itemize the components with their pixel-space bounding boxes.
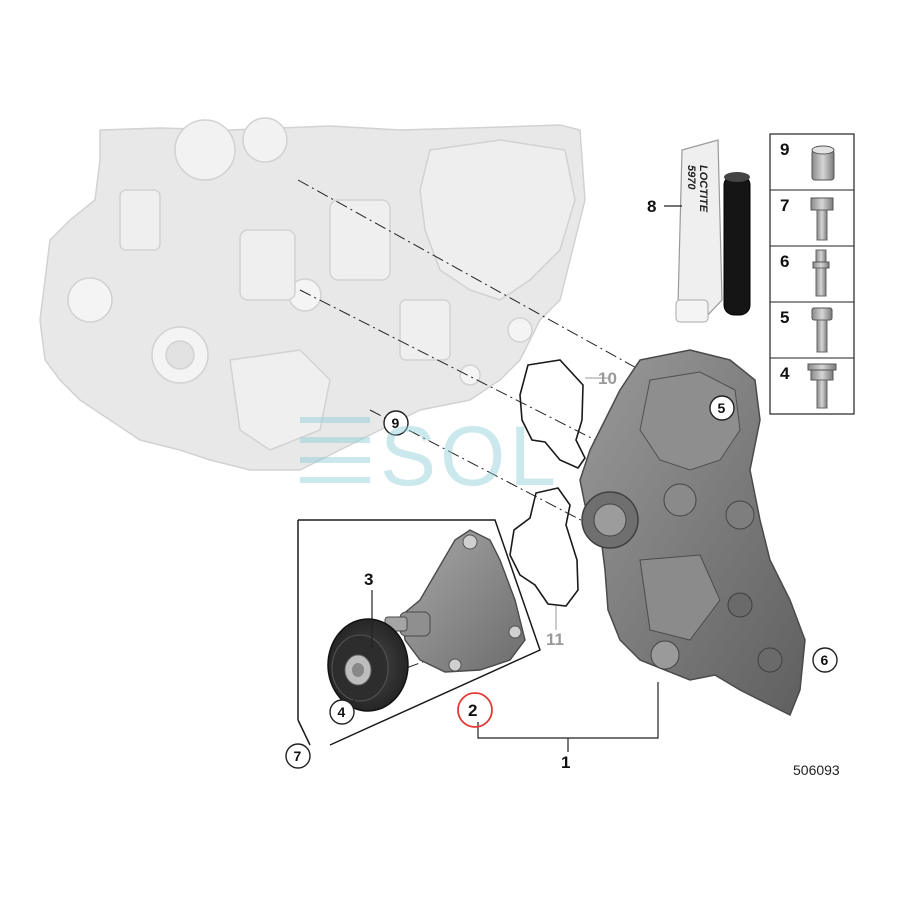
kit-row-label: 4 bbox=[780, 364, 790, 383]
watermark-text: SOL bbox=[380, 409, 560, 503]
engine-block bbox=[39, 117, 586, 471]
label-10: 10 bbox=[598, 369, 617, 388]
coolant-housing bbox=[579, 349, 806, 717]
kit-table: 9 7 6 5 4 bbox=[769, 133, 855, 415]
label-1: 1 bbox=[561, 753, 570, 772]
svg-text:7: 7 bbox=[294, 748, 302, 764]
flange-bolt-icon bbox=[807, 363, 837, 409]
reference-number: 506093 bbox=[793, 762, 840, 778]
callout-5: 5 bbox=[709, 395, 735, 421]
stud-bolt-icon bbox=[812, 249, 830, 297]
callout-7: 7 bbox=[285, 743, 311, 769]
kit-row-label: 6 bbox=[780, 252, 789, 271]
pulley bbox=[327, 618, 409, 712]
gasket-11 bbox=[509, 487, 579, 630]
sealant-tube: LOCTITE 5970 bbox=[675, 139, 751, 323]
svg-text:2: 2 bbox=[468, 701, 477, 720]
svg-text:9: 9 bbox=[392, 415, 400, 431]
label-8: 8 bbox=[647, 197, 656, 216]
kit-bracket bbox=[297, 519, 541, 746]
tube-code-text: 5970 bbox=[685, 165, 697, 190]
svg-text:6: 6 bbox=[821, 652, 829, 668]
kit-row-label: 7 bbox=[780, 196, 789, 215]
water-pump bbox=[384, 529, 526, 673]
label-3: 3 bbox=[364, 570, 373, 589]
torx-bolt-icon bbox=[811, 307, 833, 353]
kit-row-label: 5 bbox=[780, 308, 789, 327]
callout-6: 6 bbox=[812, 647, 838, 673]
sleeve-icon bbox=[811, 145, 835, 181]
callout-4: 4 bbox=[329, 699, 355, 725]
label-11: 11 bbox=[546, 630, 564, 649]
callout-9: 9 bbox=[383, 410, 409, 436]
tube-brand-text: LOCTITE bbox=[697, 165, 709, 213]
callout-2-highlight: 2 bbox=[457, 692, 493, 728]
hex-bolt-icon bbox=[810, 197, 834, 241]
svg-text:5: 5 bbox=[718, 400, 726, 416]
gasket-10 bbox=[519, 359, 610, 469]
kit-row-label: 9 bbox=[780, 140, 789, 159]
watermark: SOL bbox=[300, 409, 560, 503]
svg-text:4: 4 bbox=[338, 704, 346, 720]
